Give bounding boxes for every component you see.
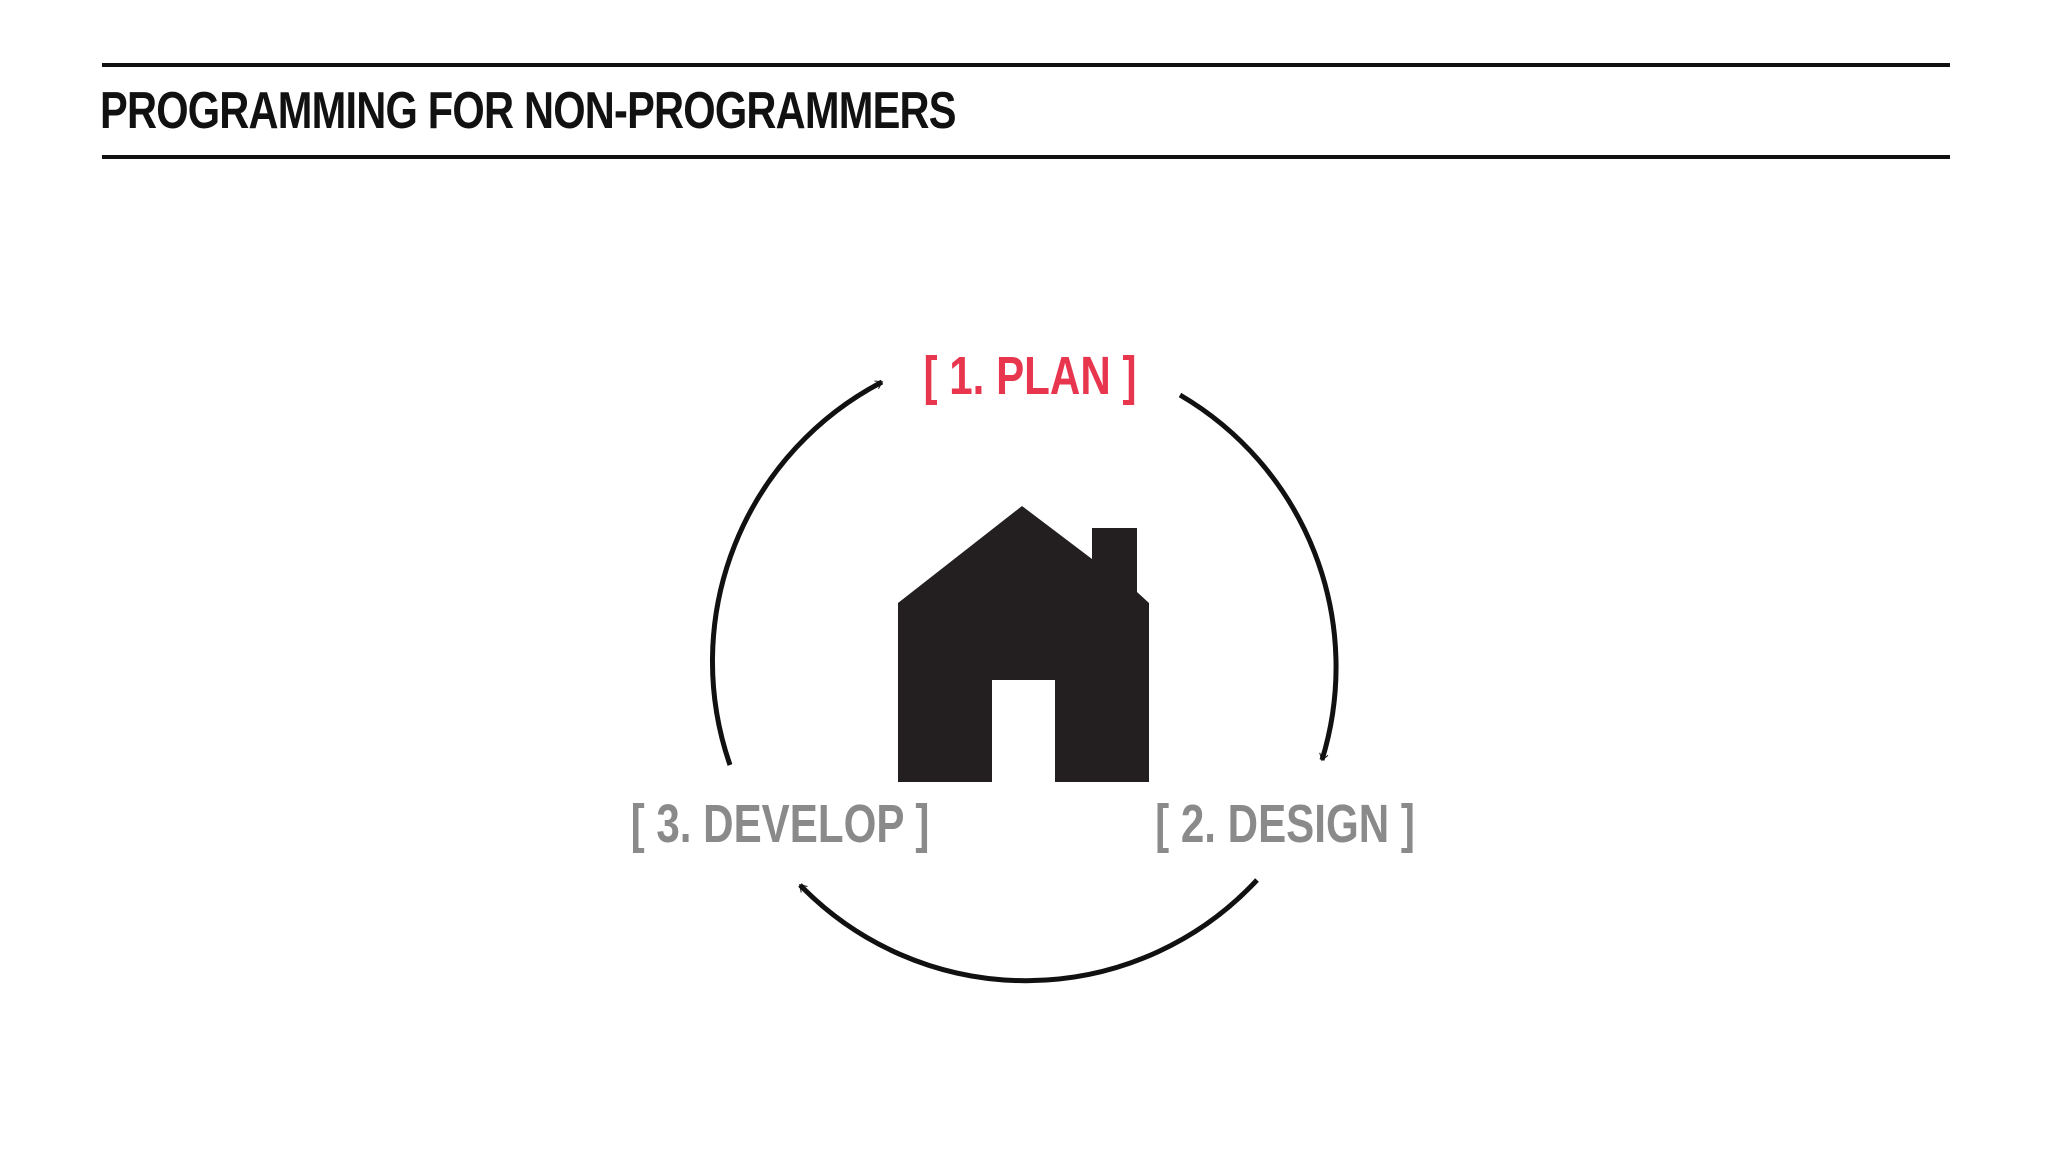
step-develop-label: [ 3. DEVELOP ] [630,794,930,854]
cycle-arrow-icon [1178,392,1339,762]
title-bottom-rule [102,155,1950,159]
page-title: PROGRAMMING FOR NON-PROGRAMMERS [100,82,957,140]
step-plan-label: [ 1. PLAN ] [923,346,1137,406]
title-top-rule [102,63,1950,67]
cycle-arrow-icon [798,878,1259,984]
house-icon [898,506,1149,782]
step-design-label: [ 2. DESIGN ] [1155,794,1415,854]
cycle-arrow-icon [710,379,884,766]
